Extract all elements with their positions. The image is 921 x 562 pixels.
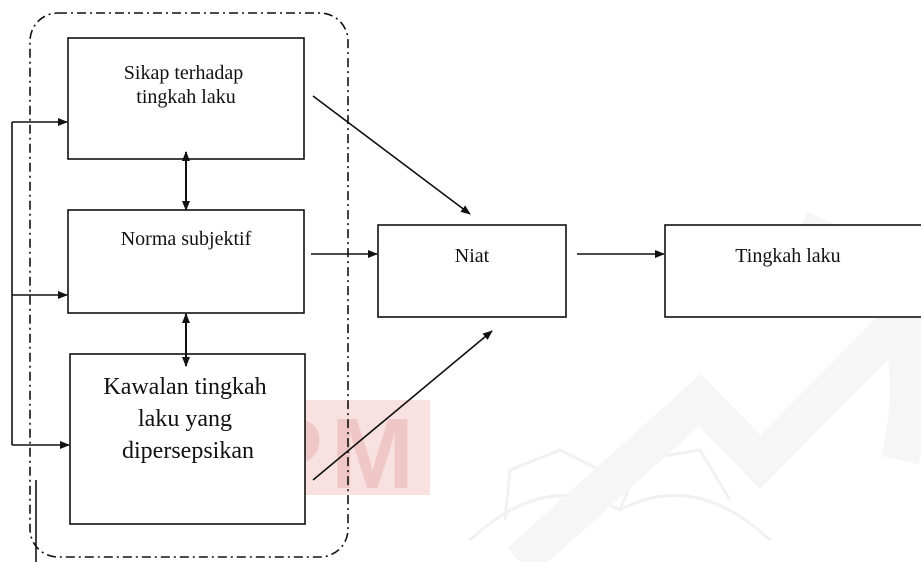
behavior-label: Tingkah laku	[735, 245, 840, 267]
control-label-line3: dipersepsikan	[122, 438, 254, 464]
behavior-box: Tingkah laku	[664, 224, 921, 318]
svg-text:Niat: Niat	[455, 245, 490, 267]
svg-text:Norma subjektif: Norma subjektif	[121, 228, 252, 250]
intention-box: Niat	[377, 224, 567, 318]
svg-text:Sikap terhadap tingkah l: Sikap terhadap tingkah laku	[124, 62, 248, 108]
control-label-line2: laku yang	[138, 406, 232, 432]
norm-box: Norma subjektif	[67, 209, 305, 314]
grouping-border	[29, 12, 349, 558]
attitude-label-line1: Sikap terhadap	[124, 62, 243, 84]
attitude-label-line2: tingkah laku	[136, 86, 235, 108]
attitude-box: Sikap terhadap tingkah laku	[67, 37, 305, 160]
control-to-intention-arrow	[312, 330, 493, 481]
feedback-connector	[11, 118, 70, 449]
control-label-line1: Kawalan tingkah	[103, 374, 266, 400]
intention-label: Niat	[455, 245, 490, 267]
svg-text:Tingkah laku: Tingkah laku	[735, 245, 840, 267]
attitude-to-intention-arrow	[312, 95, 471, 215]
norm-label: Norma subjektif	[121, 228, 252, 250]
control-box: Kawalan tingkah laku yang dipersepsikan	[69, 353, 306, 525]
svg-text:Kawalan tingkah laku yan: Kawalan tingkah laku yang dipersepsikan	[103, 374, 272, 464]
watermark-stroke	[507, 286, 921, 562]
